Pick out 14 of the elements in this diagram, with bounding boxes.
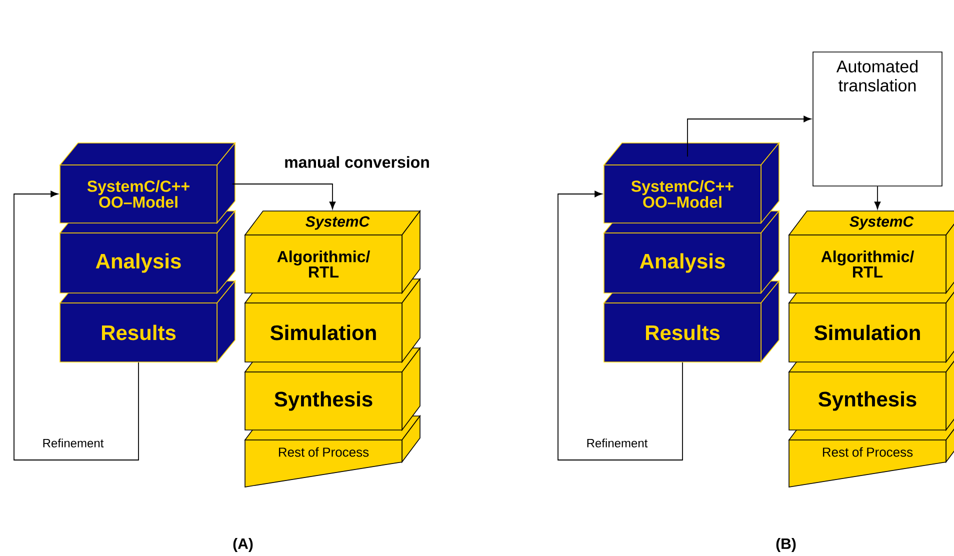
- arrow: [874, 186, 881, 210]
- panel-label: (B): [776, 538, 796, 552]
- panel-label: (A): [233, 538, 253, 552]
- edge-label: manual conversion: [283, 155, 431, 169]
- node-label: SystemC: [306, 216, 370, 230]
- edge-label: Refinement: [41, 438, 105, 448]
- edge-label: Refinement: [585, 438, 649, 448]
- process-box: Automated translation: [812, 52, 942, 186]
- arrow: [232, 184, 336, 210]
- arrow: [558, 190, 683, 460]
- node-label: SystemC: [850, 216, 914, 230]
- arrow: [687, 116, 812, 158]
- node-label: Rest of Process: [822, 447, 913, 457]
- arrow: [14, 190, 139, 460]
